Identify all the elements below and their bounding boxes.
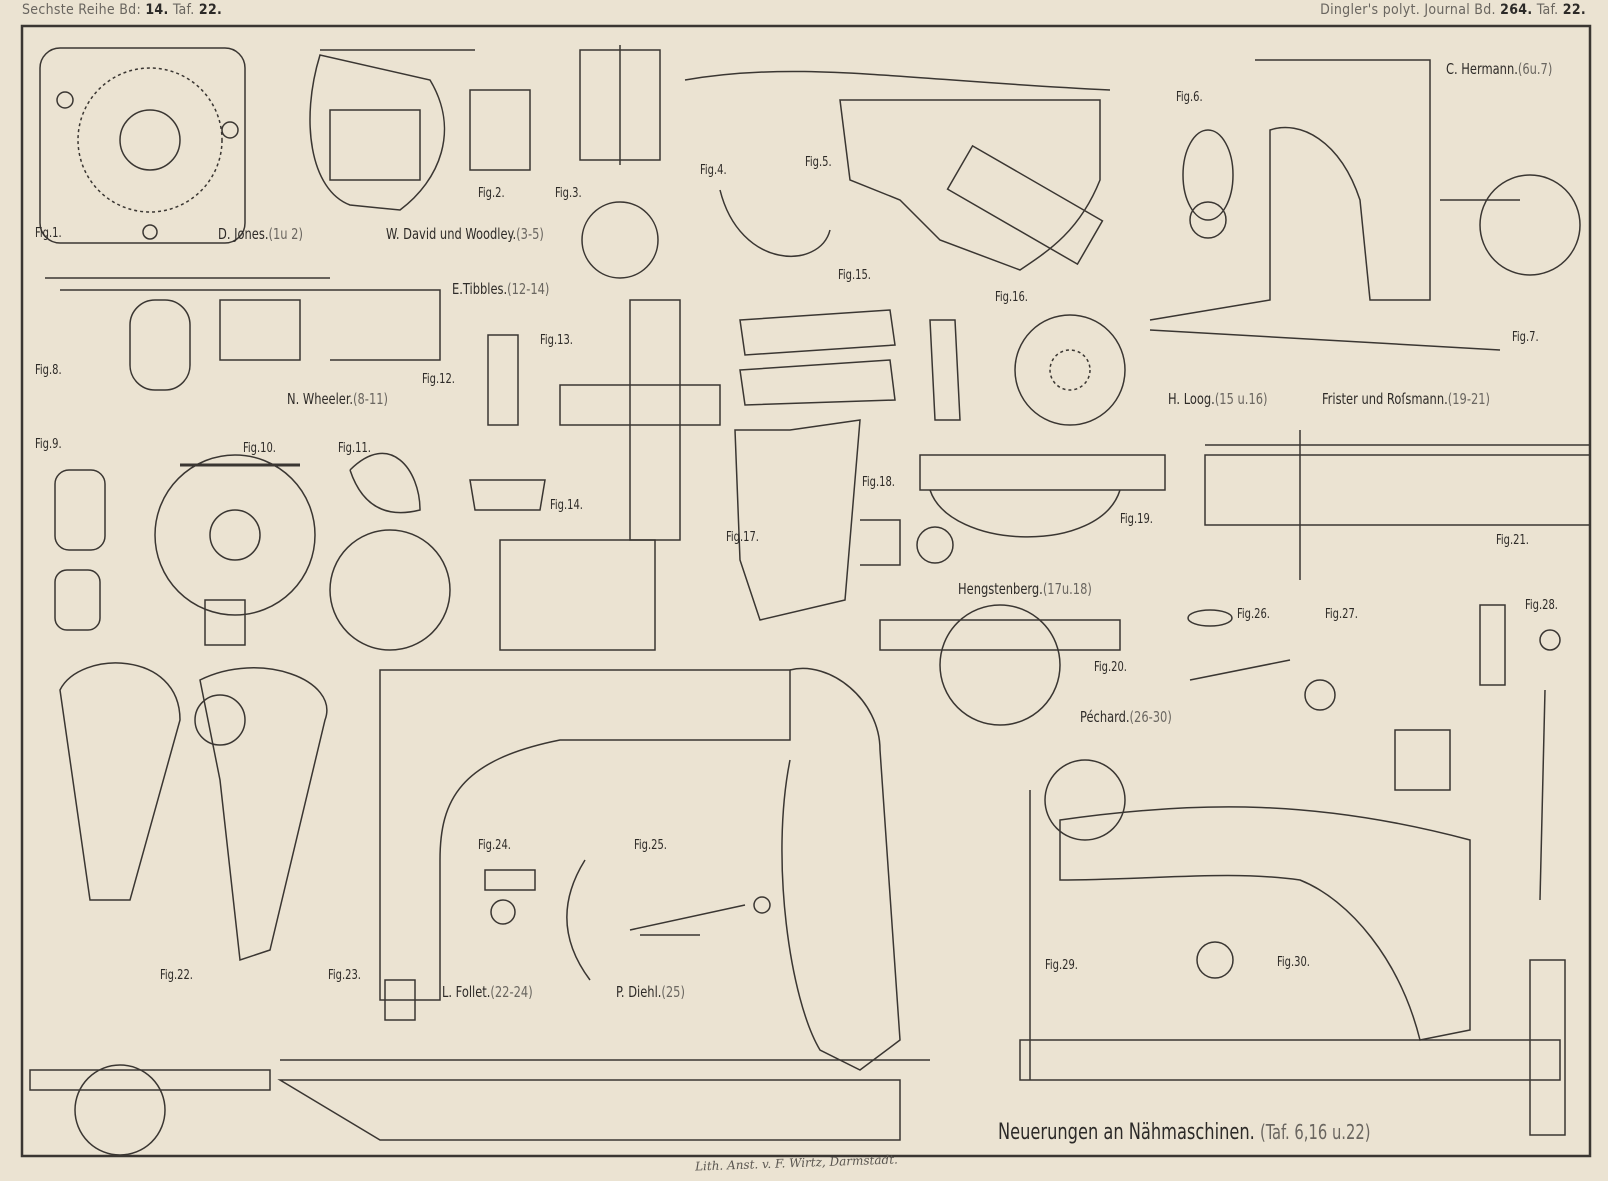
fig23-drawing [277, 667, 930, 1141]
plate-label: Taf. [1536, 2, 1559, 18]
fig20-21-drawing [879, 430, 1591, 726]
fig12-14-drawing [469, 299, 721, 651]
fig-13-label: Fig.13. [540, 333, 573, 348]
inventor-name: Péchard. [1080, 708, 1130, 726]
fig-28-label: Fig.28. [1525, 598, 1558, 613]
inventor-david-woodley: W. David und Woodley.(3-5) [386, 225, 544, 243]
fig-20-label: Fig.20. [1094, 660, 1127, 675]
fig-1-label: Fig.1. [35, 226, 62, 241]
plate-frame [20, 24, 1592, 1158]
fig-19-label: Fig.19. [1120, 512, 1153, 527]
fig-8-label: Fig.8. [35, 363, 62, 378]
fig-18-label: Fig.18. [862, 475, 895, 490]
figure-range: (8-11) [353, 390, 389, 408]
inventor-tibbles: E.Tibbles.(12-14) [452, 280, 549, 298]
plate-title-main: Neuerungen an Nähmaschinen. [998, 1120, 1255, 1145]
figure-range: (26-30) [1129, 708, 1172, 726]
fig-4-label: Fig.4. [700, 163, 727, 178]
inventor-pechard: Péchard.(26-30) [1080, 708, 1172, 726]
fig9-11-drawing [54, 452, 451, 651]
fig29-drawing [1019, 729, 1566, 1136]
figure-range: (3-5) [516, 225, 544, 243]
fig-16-label: Fig.16. [995, 290, 1028, 305]
figure-range: (17u.18) [1042, 580, 1092, 598]
fig-29-label: Fig.29. [1045, 958, 1078, 973]
fig-25-label: Fig.25. [634, 838, 667, 853]
inventor-name: D. Jones. [218, 225, 269, 243]
journal-volume: 264. [1500, 2, 1533, 18]
fig-22-label: Fig.22. [160, 968, 193, 983]
fig-23-label: Fig.23. [328, 968, 361, 983]
inventor-name: H. Loog. [1168, 390, 1215, 408]
fig15-16-drawing [739, 309, 1126, 426]
fig1-drawing [39, 47, 246, 244]
fig-17-label: Fig.17. [726, 530, 759, 545]
plate-title-refs: (Taf. 6,16 u.22) [1259, 1120, 1371, 1144]
fig-6-label: Fig.6. [1176, 90, 1203, 105]
figure-range: (25) [661, 983, 685, 1001]
plate-header-right: Dingler's polyt. Journal Bd. 264. Taf. 2… [1320, 2, 1586, 18]
inventor-loog: H. Loog.(15 u.16) [1168, 390, 1268, 408]
fig22-drawing [29, 662, 328, 1156]
inventor-name: Frister und Roſsmann. [1322, 390, 1448, 408]
plate-title: Neuerungen an Nähmaschinen. (Taf. 6,16 u… [998, 1120, 1371, 1145]
fig-3-label: Fig.3. [555, 186, 582, 201]
fig-9-label: Fig.9. [35, 437, 62, 452]
inventor-name: L. Follet. [442, 983, 491, 1001]
fig17-19-drawing [734, 419, 1166, 621]
series-label: Sechste Reihe Bd: [22, 2, 142, 18]
inventor-diehl: P. Diehl.(25) [616, 983, 685, 1001]
plate-number: 22. [1562, 2, 1586, 18]
inventor-follet: L. Follet.(22-24) [442, 983, 533, 1001]
figure-range: (6u.7) [1517, 60, 1553, 78]
inventor-name: P. Diehl. [616, 983, 662, 1001]
inventor-name: Hengstenberg. [958, 580, 1043, 598]
fig-27-label: Fig.27. [1325, 607, 1358, 622]
fig-10-label: Fig.10. [243, 441, 276, 456]
fig-2-label: Fig.2. [478, 186, 505, 201]
inventor-name: C. Hermann. [1446, 60, 1518, 78]
inventor-wheeler: N. Wheeler.(8-11) [287, 390, 388, 408]
figure-range: (12-14) [507, 280, 550, 298]
fig8-drawing [45, 277, 441, 391]
journal-label: Dingler's polyt. Journal Bd. [1320, 2, 1496, 18]
inventor-frister-rossmann: Frister und Roſsmann.(19-21) [1322, 390, 1490, 408]
fig3-drawing [579, 45, 661, 279]
fig-11-label: Fig.11. [338, 441, 371, 456]
fig-24-label: Fig.24. [478, 838, 511, 853]
inventor-hermann: C. Hermann.(6u.7) [1446, 60, 1552, 78]
inventor-name: N. Wheeler. [287, 390, 354, 408]
fig24-25-drawing [484, 859, 771, 981]
fig-14-label: Fig.14. [550, 498, 583, 513]
fig-5-label: Fig.5. [805, 155, 832, 170]
fig2-drawing [309, 49, 531, 211]
figure-range: (19-21) [1447, 390, 1491, 408]
fig-12-label: Fig.12. [422, 372, 455, 387]
inventor-name: E.Tibbles. [452, 280, 508, 298]
fig-21-label: Fig.21. [1496, 533, 1529, 548]
fig-15-label: Fig.15. [838, 268, 871, 283]
fig4-5-drawing [684, 70, 1111, 271]
fig-26-label: Fig.26. [1237, 607, 1270, 622]
inventor-jones: D. Jones.(1u 2) [218, 225, 303, 243]
figure-range: (15 u.16) [1214, 390, 1268, 408]
fig-7-label: Fig.7. [1512, 330, 1539, 345]
figure-range: (1u 2) [268, 225, 303, 243]
fig6-7-drawing [1149, 59, 1581, 351]
fig-30-label: Fig.30. [1277, 955, 1310, 970]
inventor-hengstenberg: Hengstenberg.(17u.18) [958, 580, 1092, 598]
volume-number: 14. [145, 2, 169, 18]
figure-range: (22-24) [490, 983, 533, 1001]
plate-header-left: Sechste Reihe Bd: 14. Taf. 22. [22, 2, 222, 18]
fig26-28-drawing [1187, 604, 1561, 901]
plate-label: Taf. [172, 2, 195, 18]
plate-number: 22. [198, 2, 223, 18]
inventor-name: W. David und Woodley. [386, 225, 517, 243]
